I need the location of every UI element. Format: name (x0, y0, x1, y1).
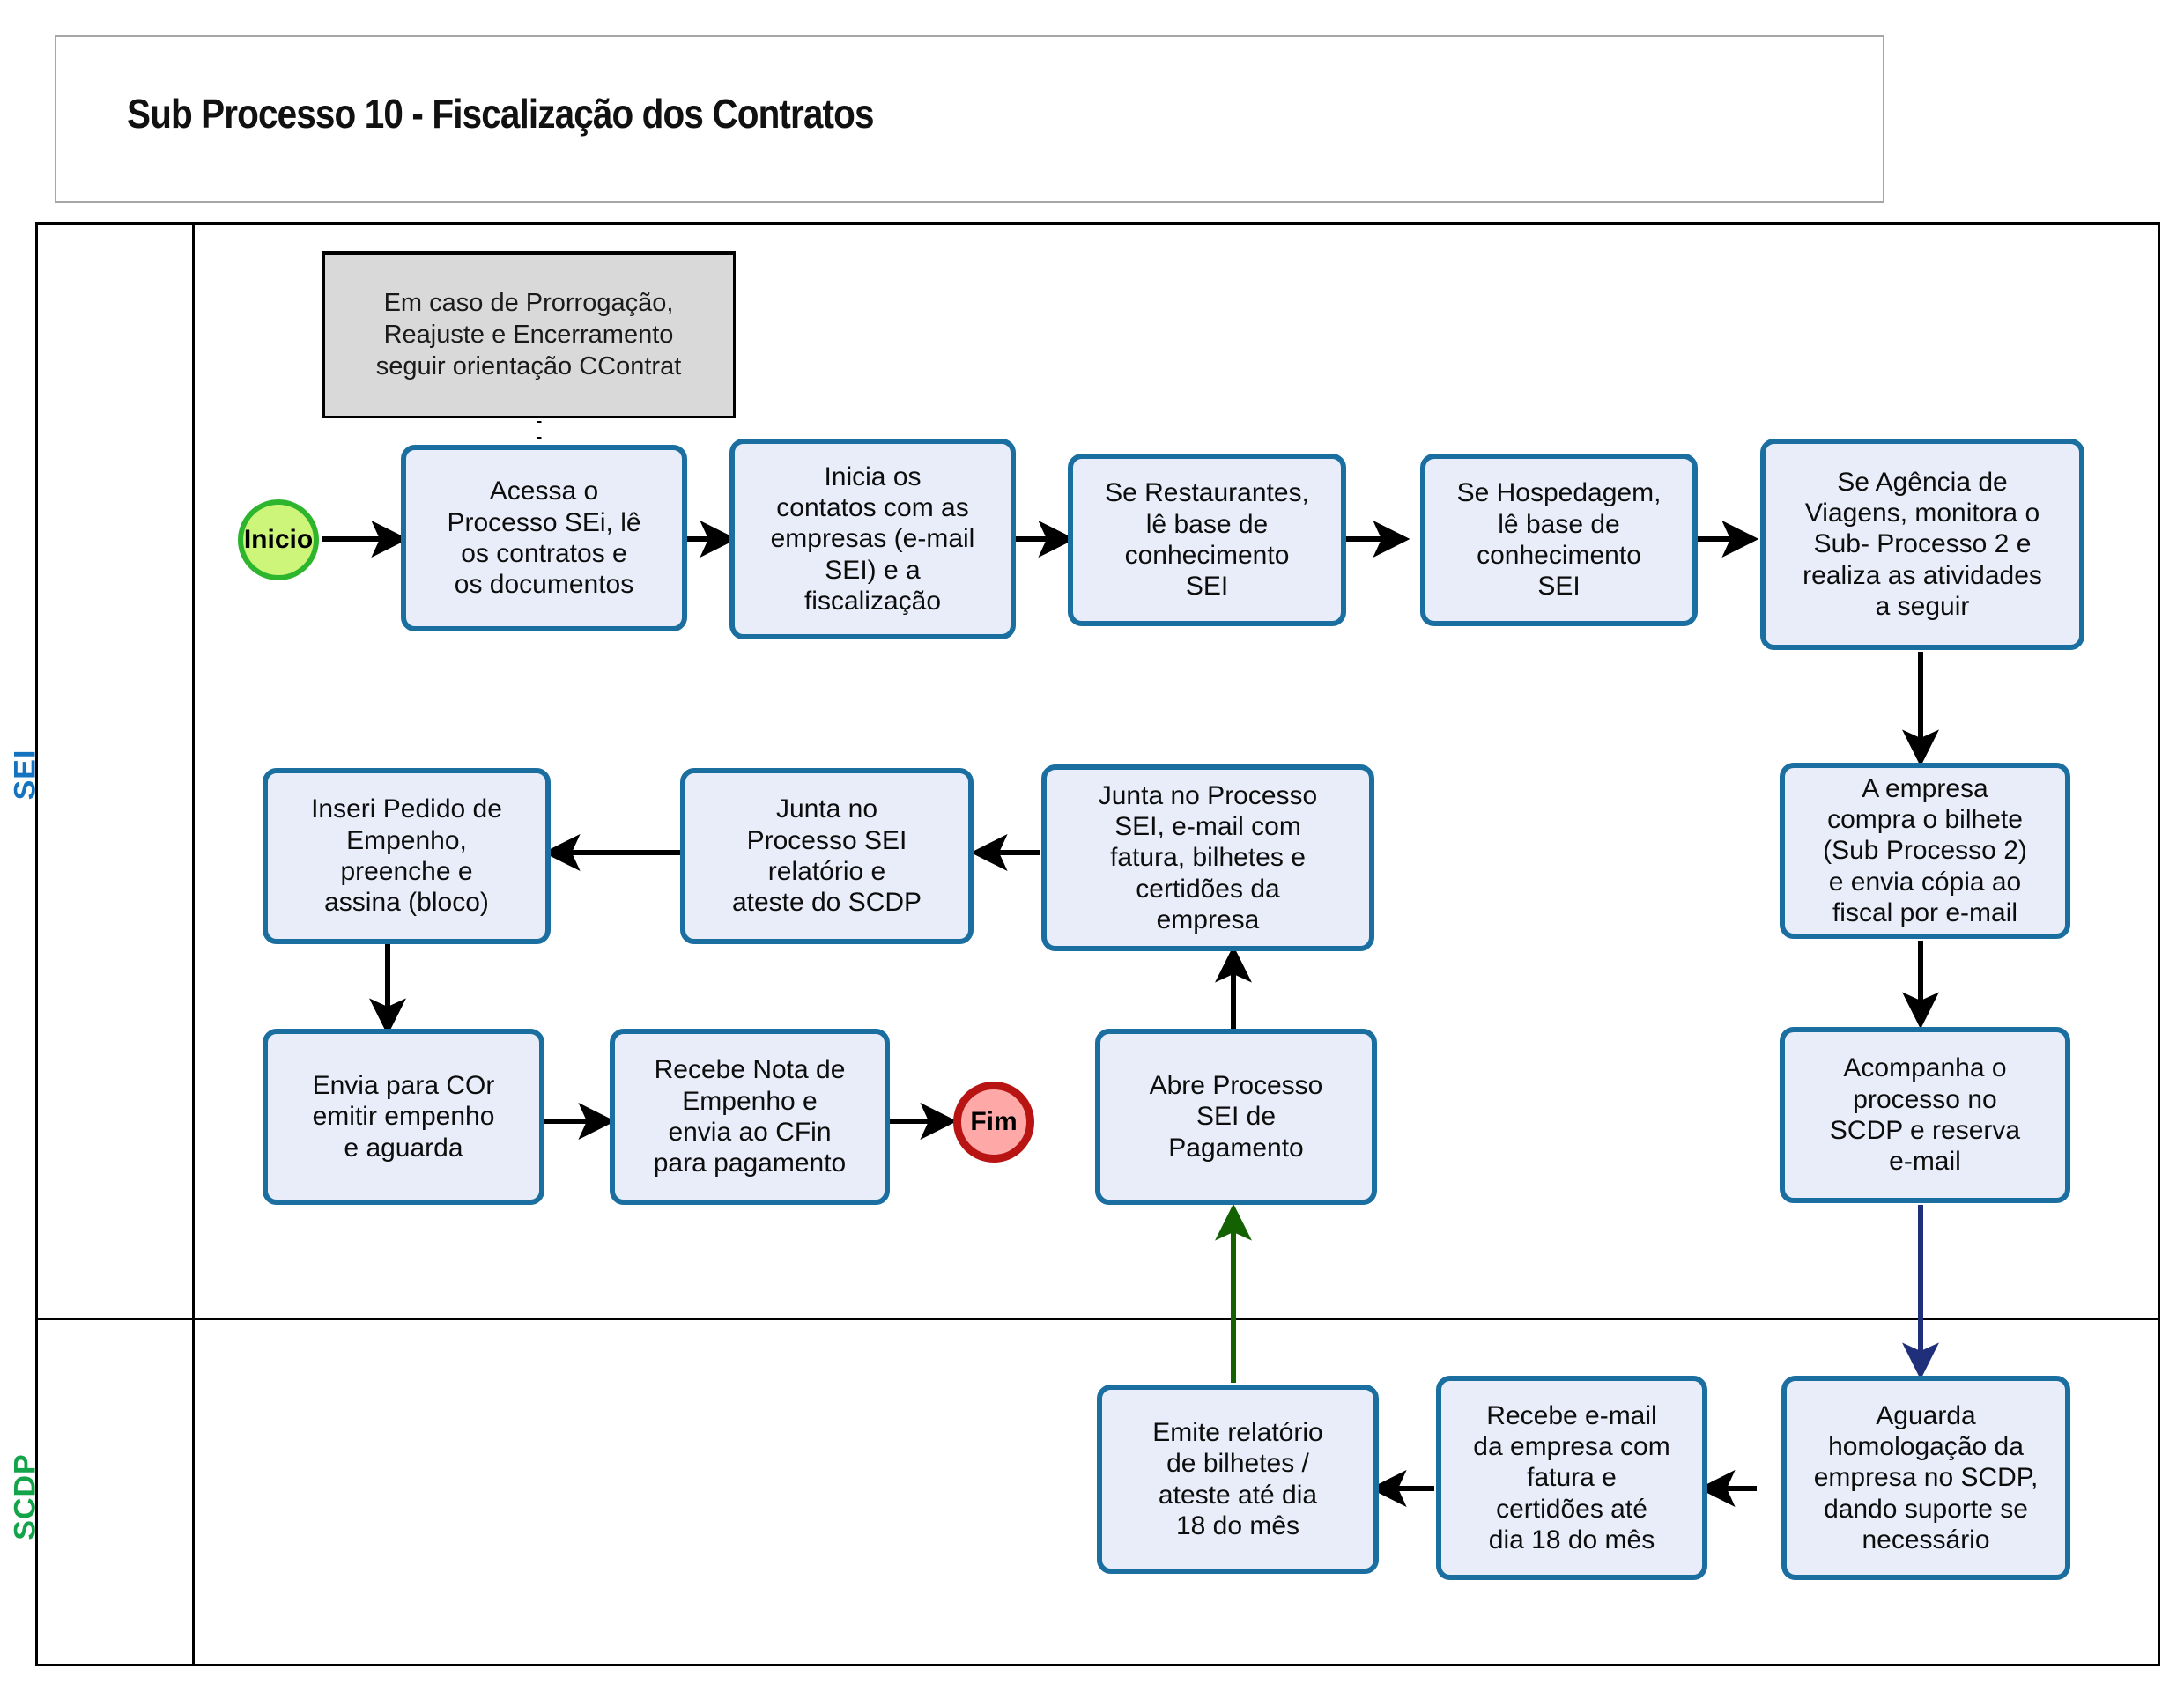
process-node-label: Junta no Processo SEI, e-mail com fatura… (1098, 780, 1318, 935)
process-node-aguarda-homologacao[interactable]: Aguarda homologação da empresa no SCDP, … (1781, 1376, 2070, 1580)
process-node-label: Inseri Pedido de Empenho, preenche e ass… (311, 794, 502, 918)
process-node-label: Recebe Nota de Empenho e envia ao CFin p… (653, 1055, 847, 1178)
process-node-se-hospedagem[interactable]: Se Hospedagem, lê base de conhecimento S… (1420, 454, 1698, 626)
process-node-abre-processo-pagamento[interactable]: Abre Processo SEI de Pagamento (1095, 1029, 1377, 1205)
process-node-recebe-nota-empenho[interactable]: Recebe Nota de Empenho e envia ao CFin p… (610, 1029, 890, 1205)
swimlane-frame (35, 222, 2160, 1666)
annotation-note-text: Em caso de Prorrogação, Reajuste e Encer… (375, 288, 682, 381)
process-node-label: Se Restaurantes, lê base de conhecimento… (1105, 478, 1309, 602)
process-node-label: Emite relatório de bilhetes / ateste até… (1152, 1417, 1323, 1540)
start-terminator-label: Inicio (243, 525, 314, 554)
title-banner: Sub Processo 10 - Fiscalização dos Contr… (55, 35, 1884, 203)
process-node-acessa-processo-sei[interactable]: Acessa o Processo SEi, lê os contratos e… (401, 445, 687, 631)
process-node-label: Se Hospedagem, lê base de conhecimento S… (1456, 478, 1662, 602)
lane-header-column-divider (192, 222, 195, 1666)
process-node-acompanha-processo-scdp[interactable]: Acompanha o processo no SCDP e reserva e… (1780, 1027, 2070, 1203)
page-title: Sub Processo 10 - Fiscalização dos Contr… (127, 91, 874, 137)
process-node-label: Envia para COr emitir empenho e aguarda (312, 1070, 495, 1163)
process-node-envia-cor-empenho[interactable]: Envia para COr emitir empenho e aguarda (263, 1029, 544, 1205)
process-node-label: A empresa compra o bilhete (Sub Processo… (1823, 773, 2027, 928)
process-node-empresa-compra-bilhete[interactable]: A empresa compra o bilhete (Sub Processo… (1780, 763, 2070, 939)
process-node-junta-fatura-bilhetes[interactable]: Junta no Processo SEI, e-mail com fatura… (1041, 764, 1374, 951)
process-node-label: Se Agência de Viagens, monitora o Sub- P… (1803, 467, 2042, 622)
annotation-note: Em caso de Prorrogação, Reajuste e Encer… (322, 251, 736, 418)
note-top-edge (322, 251, 736, 255)
process-node-label: Recebe e-mail da empresa com fatura e ce… (1473, 1400, 1670, 1555)
process-node-se-restaurantes[interactable]: Se Restaurantes, lê base de conhecimento… (1068, 454, 1346, 626)
process-node-junta-relatorio-ateste[interactable]: Junta no Processo SEI relatório e ateste… (680, 768, 974, 944)
start-terminator[interactable]: Inicio (238, 499, 319, 580)
lane-divider (35, 1318, 2160, 1320)
process-node-label: Aguarda homologação da empresa no SCDP, … (1813, 1400, 2039, 1555)
process-node-recebe-email-empresa[interactable]: Recebe e-mail da empresa com fatura e ce… (1436, 1376, 1707, 1580)
lane-label-sei: SEI (8, 749, 42, 801)
end-terminator[interactable]: Fim (953, 1082, 1034, 1163)
process-node-label: Acessa o Processo SEi, lê os contratos e… (447, 476, 641, 600)
process-node-se-agencia-viagens[interactable]: Se Agência de Viagens, monitora o Sub- P… (1760, 439, 2084, 650)
process-node-emite-relatorio-bilhetes[interactable]: Emite relatório de bilhetes / ateste até… (1097, 1385, 1379, 1574)
lane-label-scdp: SCDP (8, 1453, 42, 1540)
note-left-edge (322, 251, 325, 418)
process-node-label: Inicia os contatos com as empresas (e-ma… (770, 462, 975, 617)
process-node-label: Abre Processo SEI de Pagamento (1149, 1070, 1323, 1163)
process-node-label: Acompanha o processo no SCDP e reserva e… (1829, 1053, 2021, 1177)
process-node-label: Junta no Processo SEI relatório e ateste… (731, 794, 922, 918)
process-node-inicia-contatos[interactable]: Inicia os contatos com as empresas (e-ma… (729, 439, 1016, 639)
end-terminator-label: Fim (970, 1107, 1018, 1136)
process-node-inseri-pedido-empenho[interactable]: Inseri Pedido de Empenho, preenche e ass… (263, 768, 551, 944)
